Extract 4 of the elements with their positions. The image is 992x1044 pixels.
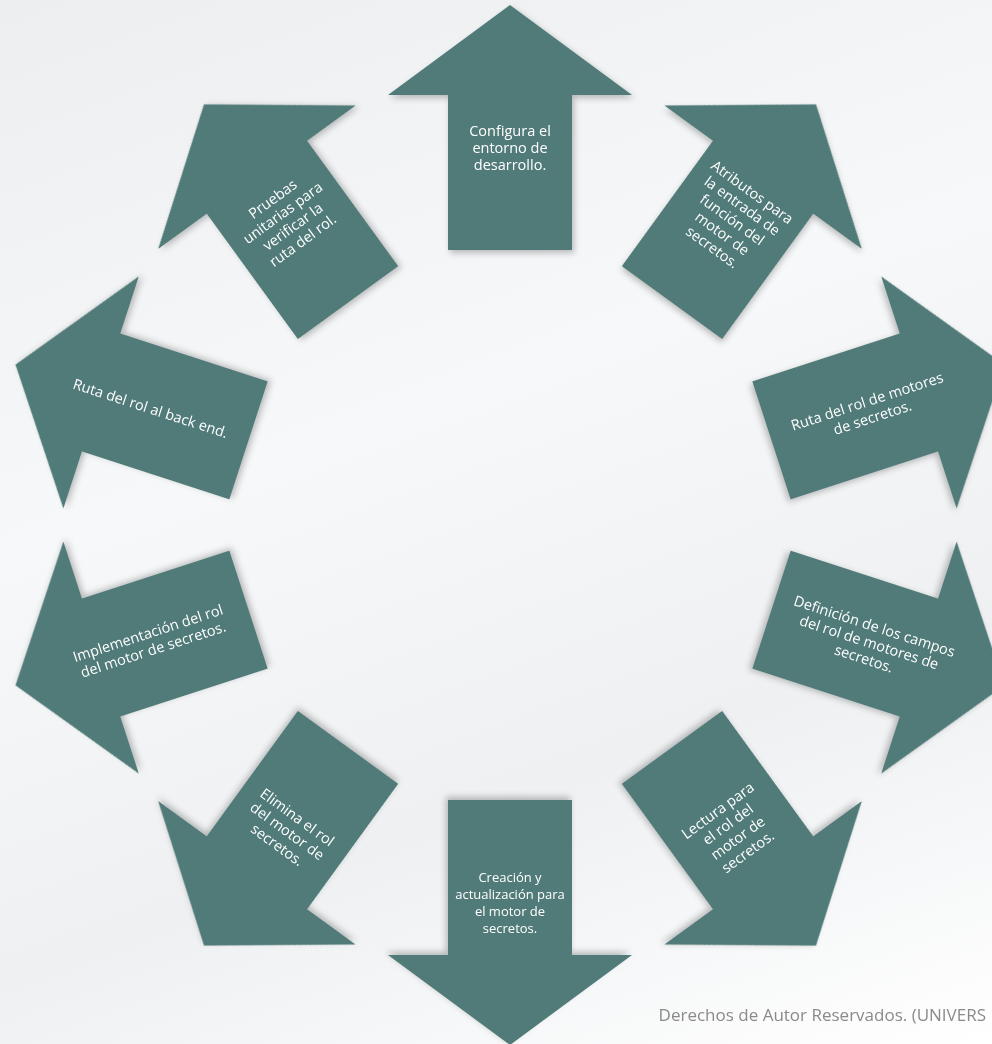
step-text: Ruta del rol al back end. xyxy=(69,373,232,444)
step-text: Creación y actualización para el motor de secretos. xyxy=(454,869,566,937)
step-text: Configura el entorno de desarrollo. xyxy=(468,121,552,173)
copyright-note: Derechos de Autor Reservados. (UNIVERS xyxy=(658,1003,986,1026)
